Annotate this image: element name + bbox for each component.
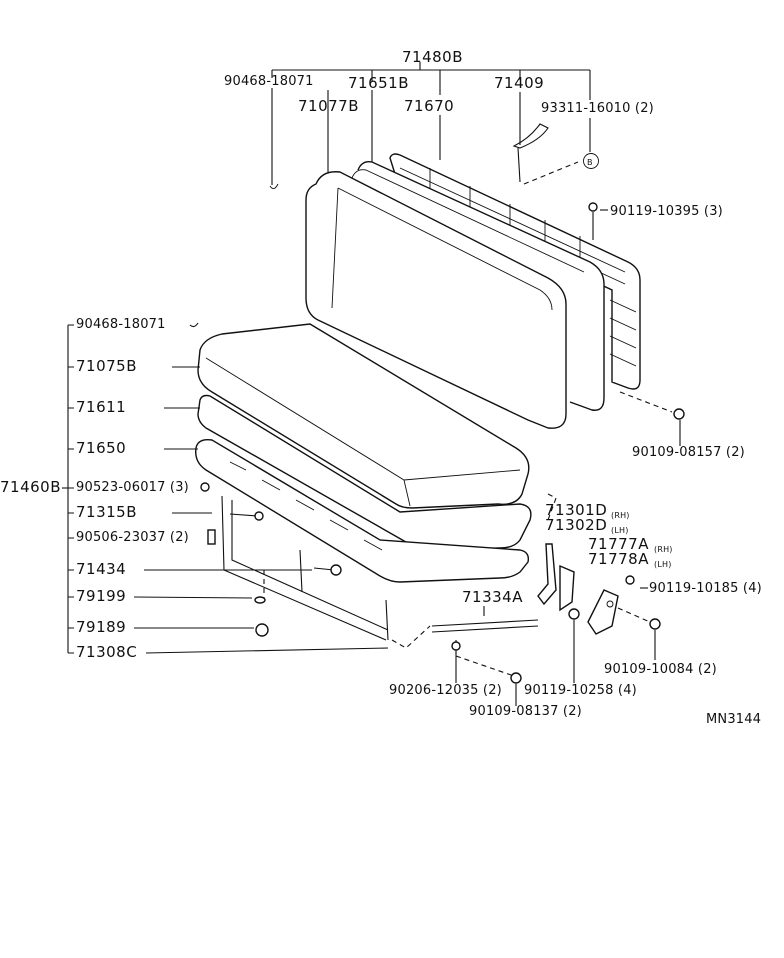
bolt-90119-10258 [568,608,580,620]
label-90119-10395: 90119-10395 (3) [610,204,723,219]
hinge-71777a [587,589,651,635]
label-71434: 71434 [76,560,127,578]
bracket-71480b [271,62,591,185]
diagram-id: MN3144 [706,712,762,727]
seat-cushion-pad [197,394,532,551]
label-90109-08137: 90109-08137 (2) [469,704,582,719]
belt-strap-71409 [517,147,521,183]
label-71334a: 71334A [462,588,523,606]
label-90109-08157: 90109-08157 (2) [632,445,745,460]
clip-90468-top [269,183,279,189]
seat-back-cover-inner [331,187,553,311]
cap-79189 [255,623,269,637]
rod-71334a [431,619,539,627]
label-93311-16010: 93311-16010 (2) [541,101,654,116]
bolt-90109-08137 [510,672,522,684]
bolt-90523 [200,482,210,492]
label-71777a-rh: (RH) [654,545,673,554]
label-90119-10258: 90119-10258 (4) [524,683,637,698]
label-71301d-rh: (RH) [611,511,630,520]
belt-71409 [512,123,549,149]
label-71302d: 71302D [545,516,608,534]
circle-b-letter: B [587,158,593,167]
dash-90109-08157 [619,391,673,413]
dash-71334a [455,640,515,677]
label-79189: 79189 [76,618,127,636]
seat-cushion-cover [197,323,530,509]
seat-back-pad-edge [351,169,585,273]
label-71480b: 71480B [402,48,464,66]
spring-90506 [207,529,216,545]
label-90506-23037: 90506-23037 (2) [76,530,189,545]
seat-cushion-cover-seam [205,357,521,507]
label-90523-06017: 90523-06017 (3) [76,480,189,495]
label-71315b: 71315B [76,503,138,521]
label-71302d-lh: (LH) [611,526,629,535]
bolt-90119-10185 [625,575,635,585]
bolt-71315b [229,513,259,517]
seat-back-cover [305,171,567,429]
label-90119-10185: 90119-10185 (4) [649,581,762,596]
bolt-head-71434 [330,564,342,576]
seat-cushion-frame [195,438,530,583]
label-90109-10084: 90109-10084 (2) [604,662,717,677]
label-71778a: 71778A [588,550,649,568]
bolt-head-71315b [254,511,264,521]
bolt-90109-08157 [673,408,685,420]
label-90468-18071-top: 90468-18071 [224,74,314,89]
label-71650: 71650 [76,439,127,457]
label-71409: 71409 [494,74,545,92]
label-71301d: 71301D [545,501,608,519]
label-79199: 79199 [76,587,127,605]
hinge-71301d [537,493,575,612]
label-71778a-lh: (LH) [654,560,672,569]
cap-79199 [254,596,266,604]
label-71651b: 71651B [348,74,410,92]
bolt-90119-10395 [588,202,598,212]
label-90206-12035: 90206-12035 (2) [389,683,502,698]
leader-lines [62,209,681,706]
label-90468-18071-left: 90468-18071 [76,317,166,332]
bolt-90109-10084 [649,618,661,630]
label-71075b: 71075B [76,357,138,375]
dash-71409 [523,161,579,185]
label-71308c: 71308C [76,643,138,661]
bushing-90206 [451,641,461,651]
circle-b-marker [583,153,599,169]
label-71611: 71611 [76,398,127,416]
label-71460b: 71460B [0,478,62,496]
label-71670: 71670 [404,97,455,115]
label-71077b: 71077B [298,97,360,115]
label-71777a: 71777A [588,535,649,553]
rod-71334a-b [431,625,539,633]
